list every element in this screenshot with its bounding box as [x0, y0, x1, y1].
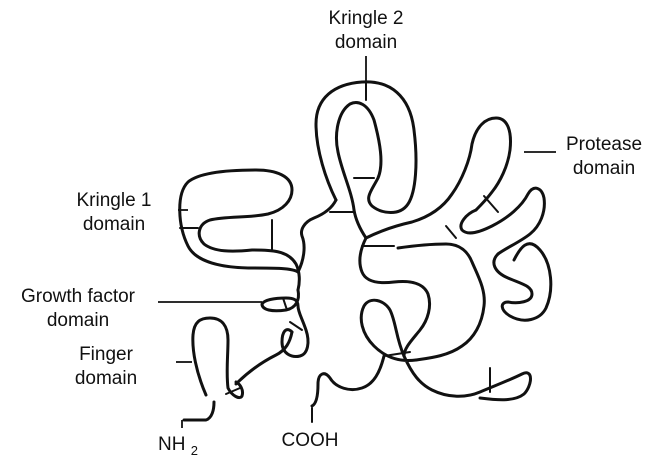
growth-factor-label-line2: domain — [47, 310, 109, 331]
n-terminus-label-subscript: 2 — [191, 443, 198, 458]
kringle1-label-line2: domain — [83, 214, 145, 235]
kringle2-label-line1: Kringle 2 — [329, 8, 404, 29]
leader-lines — [158, 56, 556, 428]
kringle2-domain-structure — [316, 82, 416, 238]
n-terminus-label-main: NH — [158, 434, 185, 455]
protease-domain-structure — [312, 118, 551, 422]
growth-factor-label-line1: Growth factor — [21, 286, 136, 307]
n-terminus-label: NH 2 — [158, 434, 198, 458]
protease-label-line1: Protease — [566, 134, 642, 155]
c-terminus-label: COOH — [282, 430, 339, 451]
kringle2-label-line2: domain — [335, 32, 397, 53]
finger-label-line2: domain — [75, 368, 137, 389]
kringle1-label-line1: Kringle 1 — [77, 190, 152, 211]
protease-label-line2: domain — [573, 158, 635, 179]
kringle1-domain-structure — [180, 170, 336, 290]
finger-domain-structure — [184, 318, 292, 420]
finger-label-line1: Finger — [79, 344, 134, 365]
